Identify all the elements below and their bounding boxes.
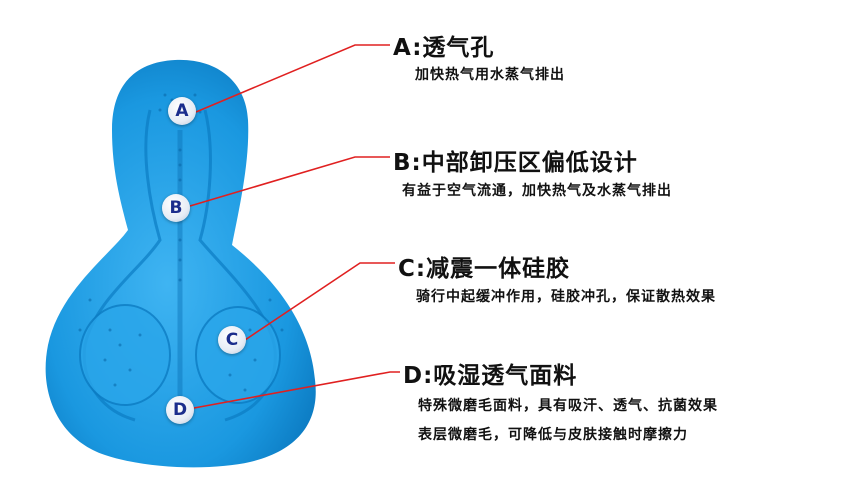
- callout-a-title: A:透气孔: [393, 35, 495, 61]
- leader-line-c: [244, 262, 395, 341]
- marker-b: B: [162, 194, 190, 222]
- marker-a: A: [168, 97, 196, 125]
- callout-c-title: C:减震一体硅胶: [398, 256, 571, 282]
- callout-d-desc-1: 特殊微磨毛面料，具有吸汗、透气、抗菌效果: [418, 398, 718, 414]
- callout-b-title: B:中部卸压区偏低设计: [393, 150, 638, 176]
- leader-lines: [189, 44, 400, 409]
- pad-right-cushion: [195, 306, 281, 404]
- pad-left-cushion: [79, 304, 171, 406]
- leader-line-b: [189, 156, 390, 207]
- marker-d: D: [166, 396, 194, 424]
- callout-b-desc: 有益于空气流通，加快热气及水蒸气排出: [402, 183, 672, 199]
- callout-c-desc: 骑行中起缓冲作用，硅胶冲孔，保证散热效果: [416, 289, 716, 305]
- leader-line-a: [195, 44, 390, 113]
- callout-d-desc-2: 表层微磨毛，可降低与皮肤接触时摩擦力: [418, 427, 688, 443]
- callout-a-desc: 加快热气用水蒸气排出: [415, 67, 565, 83]
- leader-line-d: [193, 371, 400, 409]
- callout-d-title: D:吸湿透气面料: [403, 363, 578, 389]
- marker-c: C: [218, 326, 246, 354]
